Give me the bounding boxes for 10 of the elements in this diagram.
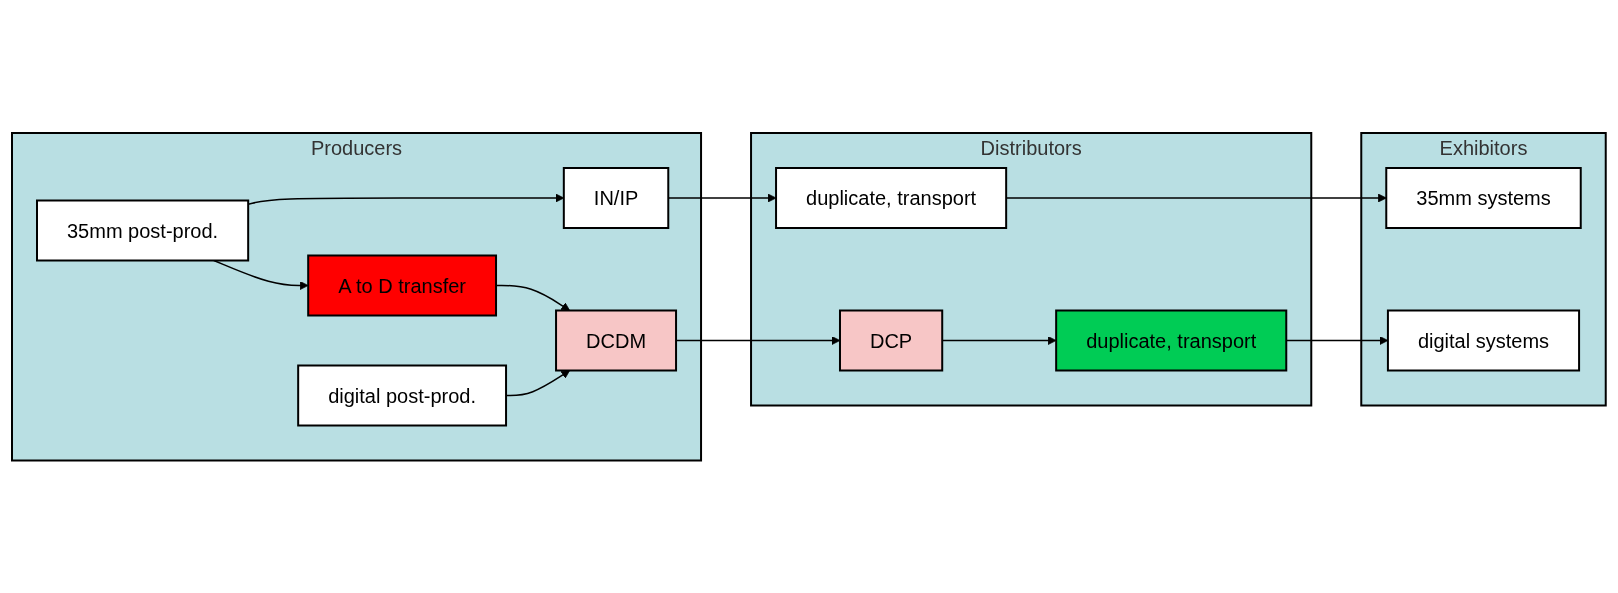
node-box: DCDM bbox=[555, 309, 678, 372]
node-box: DCP bbox=[839, 309, 944, 372]
node-box: A to D transfer bbox=[307, 254, 498, 317]
node-box: duplicate, transport bbox=[775, 166, 1008, 229]
node-box: 35mm systems bbox=[1385, 166, 1582, 229]
node-box: digital systems bbox=[1387, 309, 1581, 372]
node-box: digital post-prod. bbox=[297, 364, 508, 427]
node-box: duplicate, transport bbox=[1055, 309, 1288, 372]
node-box: IN/IP bbox=[562, 166, 670, 229]
node-box: 35mm post-prod. bbox=[36, 199, 250, 262]
